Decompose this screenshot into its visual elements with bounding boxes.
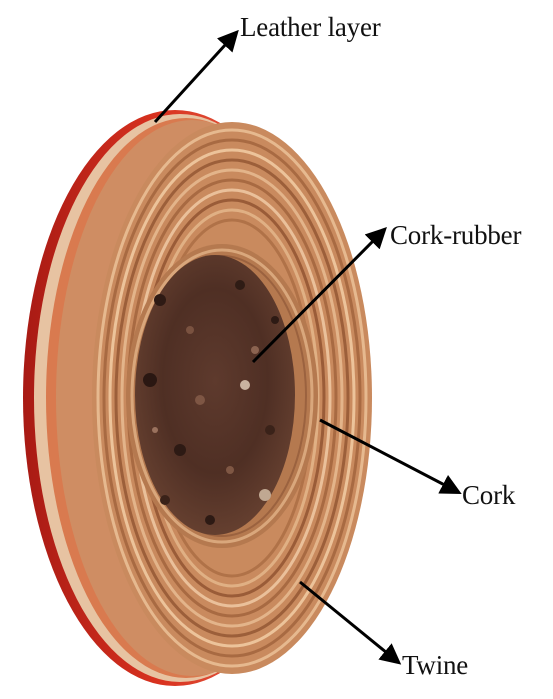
label-leather-layer: Leather layer — [240, 14, 381, 41]
label-twine: Twine — [402, 652, 468, 679]
label-cork: Cork — [462, 482, 515, 509]
label-cork-rubber: Cork-rubber — [390, 222, 521, 249]
cork-rubber-core — [135, 255, 295, 535]
arrow-twine — [300, 582, 398, 662]
arrow-leather-layer — [155, 33, 236, 122]
